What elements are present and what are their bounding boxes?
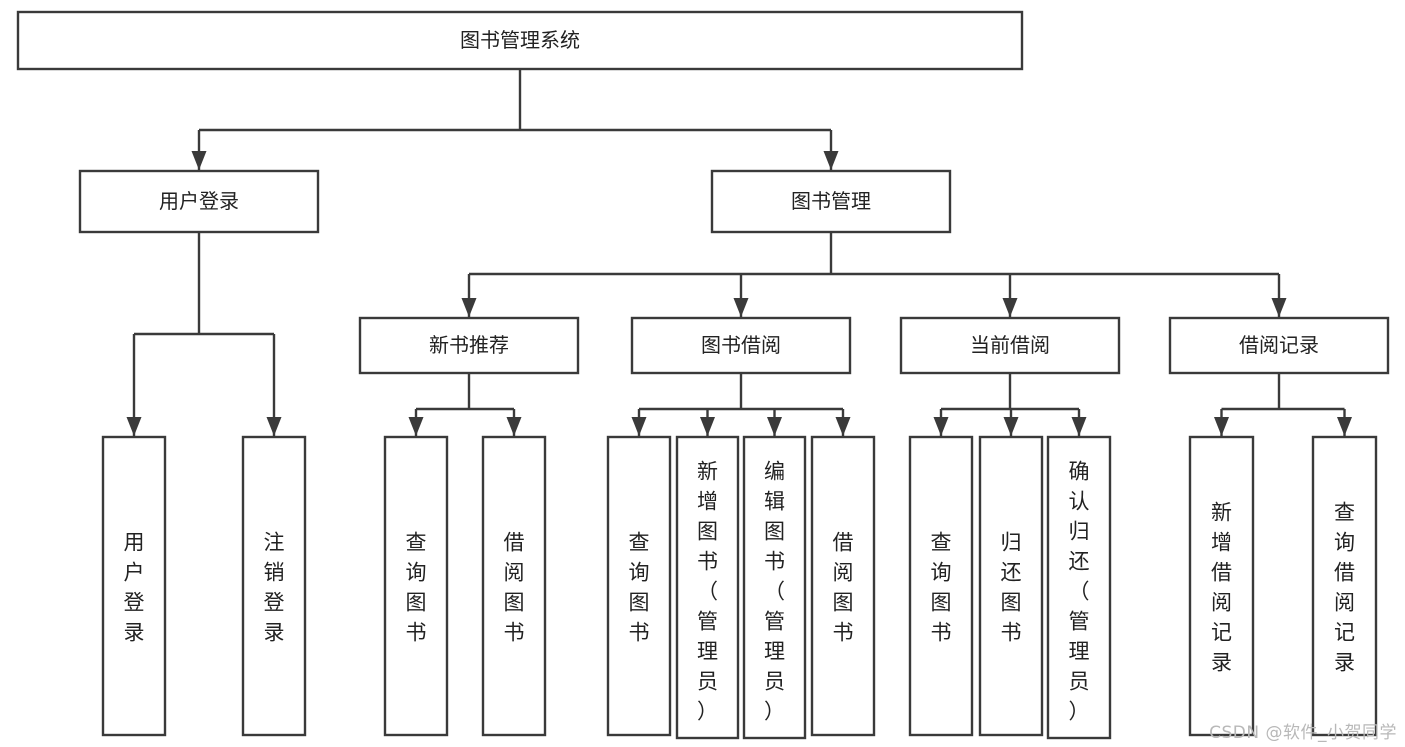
node-box-book-management — [710, 169, 952, 234]
node-user-login[interactable]: 用户登录 — [78, 169, 320, 234]
node-box-leaf-add-book — [675, 435, 740, 740]
arrow-head-icon — [408, 417, 424, 436]
arrow-head-icon — [767, 417, 782, 436]
arrow-head-icon — [191, 151, 207, 170]
arrow-head-icon — [1337, 417, 1352, 436]
node-label-leaf-add-book: 新增图书（管理员） — [697, 459, 718, 723]
node-box-leaf-query-borrow-record — [1311, 435, 1378, 737]
arrow-head-icon — [733, 298, 749, 317]
node-label-leaf-borrow-book: 借阅图书 — [833, 530, 854, 644]
node-leaf-query-borrow-record[interactable]: 查询借阅记录 — [1311, 435, 1378, 737]
node-box-leaf-return-book — [978, 435, 1044, 737]
node-box-new-book-recommend — [358, 316, 580, 375]
arrow-head-icon — [700, 417, 715, 436]
node-box-borrow-record — [1168, 316, 1390, 375]
node-leaf-logout[interactable]: 注销登录 — [241, 435, 307, 737]
node-label-leaf-user-login: 用户登录 — [124, 530, 145, 644]
node-box-leaf-user-login — [101, 435, 167, 737]
node-label-book-management: 图书管理 — [791, 189, 871, 213]
node-label-user-login: 用户登录 — [159, 189, 239, 213]
node-borrow-record[interactable]: 借阅记录 — [1168, 316, 1390, 375]
node-root[interactable]: 图书管理系统 — [16, 10, 1024, 71]
arrow-head-icon — [461, 298, 477, 317]
node-box-leaf-confirm-return — [1046, 435, 1112, 740]
arrow-head-icon — [823, 151, 839, 170]
node-label-new-book-recommend: 新书推荐 — [429, 333, 509, 357]
node-box-leaf-borrow-book — [810, 435, 876, 737]
node-label-borrow-record: 借阅记录 — [1239, 333, 1319, 357]
arrow-head-icon — [631, 417, 647, 436]
connectors-layer — [126, 69, 1352, 436]
arrow-head-icon — [1002, 298, 1018, 317]
arrow-head-icon — [1071, 417, 1087, 436]
node-leaf-return-book[interactable]: 归还图书 — [978, 435, 1044, 737]
node-leaf-borrow-book-recommend[interactable]: 借阅图书 — [481, 435, 547, 737]
node-label-leaf-query-book-recommend: 查询图书 — [406, 530, 427, 644]
node-leaf-add-borrow-record[interactable]: 新增借阅记录 — [1188, 435, 1255, 737]
node-label-book-borrow: 图书借阅 — [701, 333, 781, 357]
arrow-head-icon — [835, 417, 851, 436]
node-box-leaf-query-book-borrow — [606, 435, 672, 737]
node-label-leaf-query-book-borrow: 查询图书 — [629, 530, 650, 644]
node-book-borrow[interactable]: 图书借阅 — [630, 316, 852, 375]
node-box-leaf-query-book-current — [908, 435, 974, 737]
node-label-leaf-logout: 注销登录 — [264, 530, 285, 644]
node-current-borrow[interactable]: 当前借阅 — [899, 316, 1121, 375]
arrow-head-icon — [933, 417, 949, 436]
node-label-current-borrow: 当前借阅 — [970, 333, 1050, 357]
node-box-book-borrow — [630, 316, 852, 375]
node-leaf-edit-book[interactable]: 编辑图书（管理员） — [742, 435, 807, 740]
node-leaf-add-book[interactable]: 新增图书（管理员） — [675, 435, 740, 740]
node-box-leaf-edit-book — [742, 435, 807, 740]
nodes-layer: 图书管理系统用户登录图书管理新书推荐图书借阅当前借阅借阅记录用户登录注销登录查询… — [16, 10, 1390, 740]
arrow-head-icon — [506, 417, 522, 436]
node-label-leaf-return-book: 归还图书 — [1001, 530, 1022, 644]
node-label-leaf-query-borrow-record: 查询借阅记录 — [1334, 500, 1355, 674]
node-box-current-borrow — [899, 316, 1121, 375]
node-leaf-query-book-borrow[interactable]: 查询图书 — [606, 435, 672, 737]
node-box-root — [16, 10, 1024, 71]
node-box-leaf-borrow-book-recommend — [481, 435, 547, 737]
csdn-watermark: CSDN @软件_小贺同学 — [1209, 723, 1397, 743]
node-label-leaf-edit-book: 编辑图书（管理员） — [764, 459, 785, 723]
node-label-leaf-borrow-book-recommend: 借阅图书 — [504, 530, 525, 644]
node-leaf-query-book-current[interactable]: 查询图书 — [908, 435, 974, 737]
arrow-head-icon — [1003, 417, 1019, 436]
node-label-leaf-query-book-current: 查询图书 — [931, 530, 952, 644]
node-leaf-user-login[interactable]: 用户登录 — [101, 435, 167, 737]
node-leaf-borrow-book[interactable]: 借阅图书 — [810, 435, 876, 737]
arrow-head-icon — [126, 417, 142, 436]
node-new-book-recommend[interactable]: 新书推荐 — [358, 316, 580, 375]
arrow-head-icon — [266, 417, 282, 436]
arrow-head-icon — [1271, 298, 1287, 317]
node-label-leaf-confirm-return: 确认归还（管理员） — [1069, 459, 1090, 723]
node-label-leaf-add-borrow-record: 新增借阅记录 — [1211, 500, 1232, 674]
node-box-leaf-query-book-recommend — [383, 435, 449, 737]
node-leaf-query-book-recommend[interactable]: 查询图书 — [383, 435, 449, 737]
node-label-root: 图书管理系统 — [460, 28, 580, 52]
arrow-head-icon — [1214, 417, 1229, 436]
node-box-leaf-logout — [241, 435, 307, 737]
node-box-leaf-add-borrow-record — [1188, 435, 1255, 737]
node-leaf-confirm-return[interactable]: 确认归还（管理员） — [1046, 435, 1112, 740]
node-box-user-login — [78, 169, 320, 234]
node-book-management[interactable]: 图书管理 — [710, 169, 952, 234]
